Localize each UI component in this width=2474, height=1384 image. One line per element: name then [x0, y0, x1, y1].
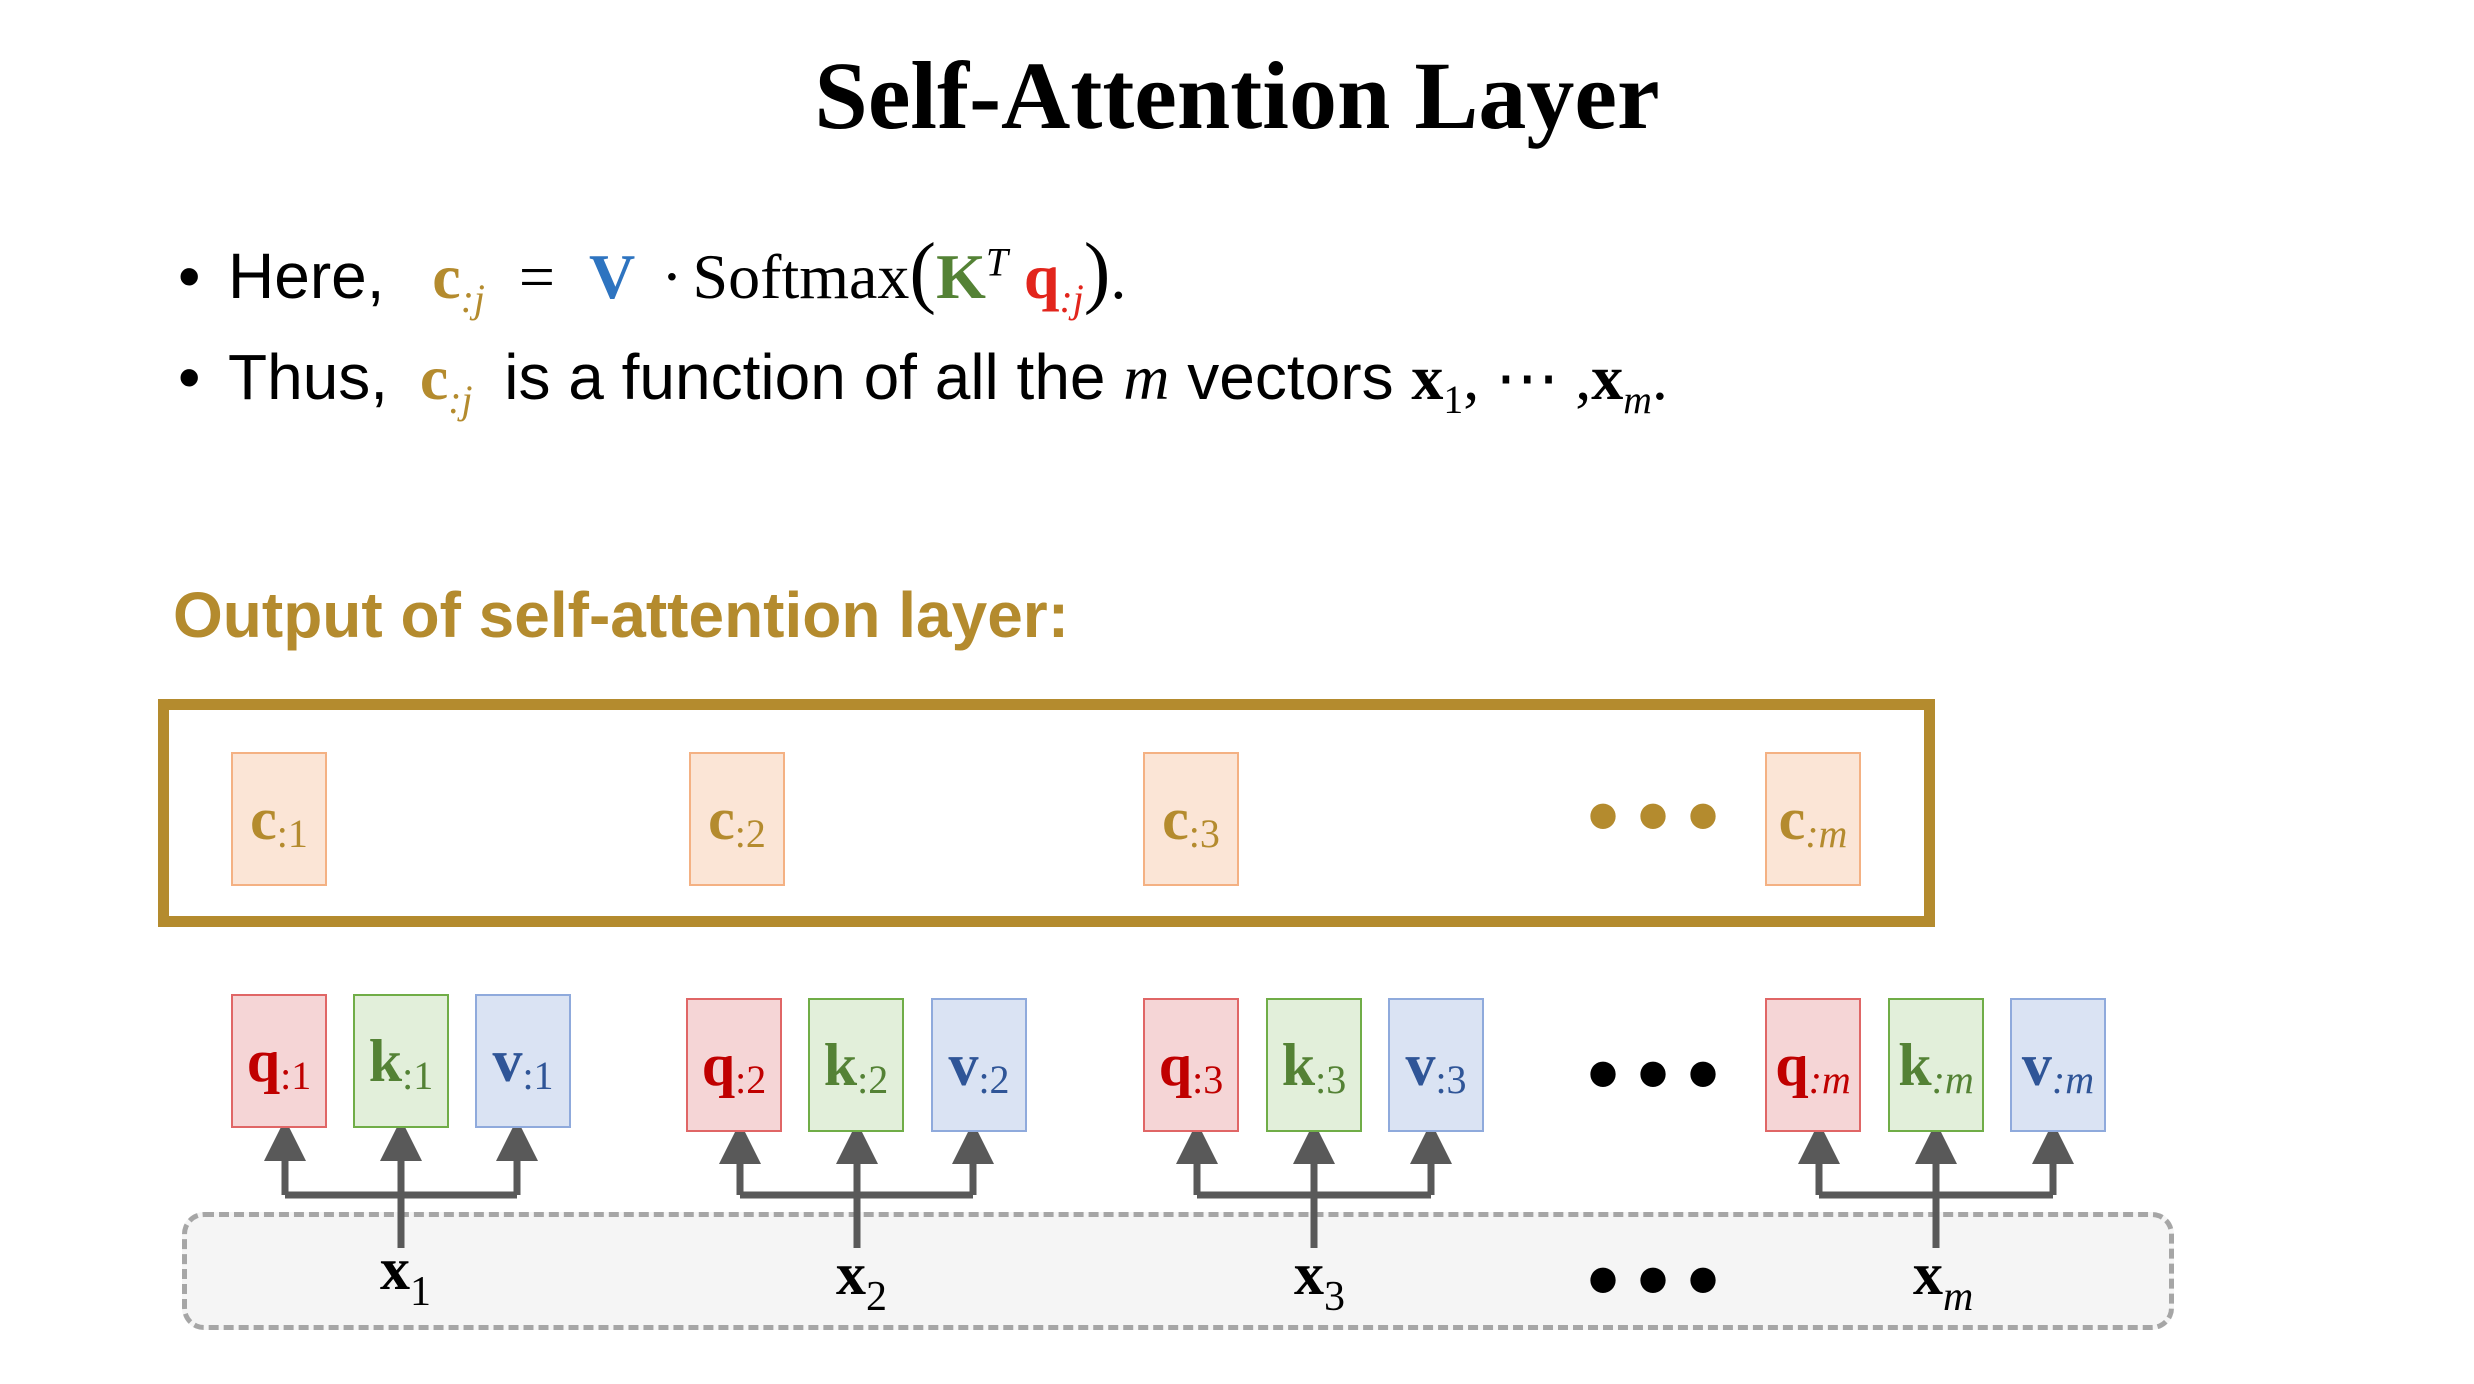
right-paren: ) — [1083, 228, 1111, 316]
v-cell-1: v:1 — [475, 994, 571, 1128]
x-label-3: x3 — [1294, 1241, 1345, 1320]
equals-sign: = — [518, 241, 556, 312]
output-ellipsis: ••• — [1580, 776, 1731, 860]
softmax-label: Softmax — [692, 241, 910, 312]
left-paren: ( — [909, 228, 937, 316]
section-title: Output of self-attention layer: — [173, 579, 1069, 651]
q-cell-m: q:m — [1765, 998, 1861, 1132]
c-symbol: c — [432, 241, 461, 312]
k-cell-2: k:2 — [808, 998, 904, 1132]
m-symbol: m — [1123, 342, 1170, 413]
x-label-2: x2 — [836, 1241, 887, 1320]
output-c-3: c:3 — [1143, 752, 1239, 886]
dot-operator: · — [661, 241, 683, 312]
qkv-ellipsis: ••• — [1580, 1034, 1731, 1118]
output-c-1: c:1 — [231, 752, 327, 886]
bullet-dot: • — [178, 341, 201, 413]
arrows-group-m — [1798, 1122, 2074, 1248]
q-subscript: :j — [1059, 276, 1084, 321]
q-cell-3: q:3 — [1143, 998, 1239, 1132]
v-matrix-symbol: V — [589, 241, 636, 312]
arrows-group-3 — [1176, 1122, 1452, 1248]
q-cell-1: q:1 — [231, 994, 327, 1128]
arrows-group-2 — [719, 1122, 994, 1248]
v-cell-m: v:m — [2010, 998, 2106, 1132]
bullet-1-prefix: Here, — [228, 240, 385, 312]
transpose-superscript: T — [985, 240, 1008, 285]
output-c-2: c:2 — [689, 752, 785, 886]
output-c-m: c:m — [1765, 752, 1861, 886]
c-subscript: :j — [448, 377, 473, 422]
arrows-group-1 — [264, 1119, 538, 1248]
period: . — [1110, 241, 1127, 312]
x1-subscript: 1 — [1443, 377, 1464, 422]
x-label-1: x1 — [380, 1236, 431, 1315]
x1-symbol: x — [1411, 342, 1444, 413]
bullet-1: • Here, c:j = V ·Softmax(KT q:j). — [178, 232, 1126, 319]
x-sequence: x1, ⋯ ,xm. — [1411, 342, 1668, 420]
separator: , ⋯ , — [1463, 342, 1592, 413]
x-label-m: xm — [1913, 1241, 1974, 1320]
v-cell-3: v:3 — [1388, 998, 1484, 1132]
c-subscript: :j — [460, 276, 485, 321]
xm-subscript: m — [1623, 377, 1652, 422]
equation: c:j = V ·Softmax(KT q:j). — [432, 232, 1127, 319]
bullet-2-text: is a function of all the — [504, 341, 1106, 413]
period: . — [1651, 342, 1668, 413]
vectors-word: vectors — [1187, 341, 1394, 413]
k-matrix-symbol: K — [936, 241, 986, 312]
c-term: c:j — [419, 342, 473, 420]
input-ellipsis: ••• — [1580, 1240, 1731, 1324]
k-cell-3: k:3 — [1266, 998, 1362, 1132]
bullet-2: •Thus, c:j is a function of all the m ve… — [178, 345, 1668, 420]
q-symbol: q — [1023, 241, 1060, 312]
input-sequence-box — [182, 1212, 2174, 1330]
v-cell-2: v:2 — [931, 998, 1027, 1132]
output-layer-box — [158, 699, 1935, 927]
bullet-dot: • — [178, 240, 201, 312]
page-title: Self-Attention Layer — [814, 42, 1660, 149]
k-cell-m: k:m — [1888, 998, 1984, 1132]
c-symbol: c — [419, 342, 449, 413]
xm-symbol: x — [1591, 342, 1624, 413]
bullet-2-prefix: Thus, — [228, 341, 389, 413]
q-cell-2: q:2 — [686, 998, 782, 1132]
k-cell-1: k:1 — [353, 994, 449, 1128]
